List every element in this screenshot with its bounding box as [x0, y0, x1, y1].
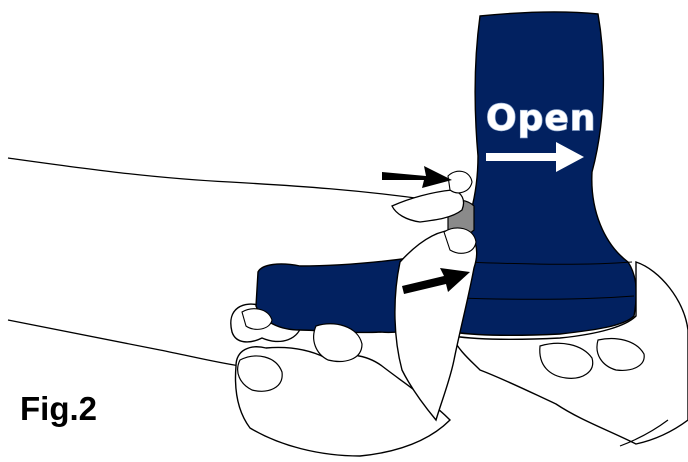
black-arrow-icon — [382, 166, 452, 188]
figure-label: Fig.2 — [20, 392, 97, 425]
left-arm-lower-outline — [8, 320, 240, 366]
pressing-thumb-nail — [448, 171, 472, 193]
open-label: Open — [486, 98, 596, 139]
left-arm-upper-outline — [8, 158, 430, 200]
device-body[interactable] — [448, 12, 636, 335]
